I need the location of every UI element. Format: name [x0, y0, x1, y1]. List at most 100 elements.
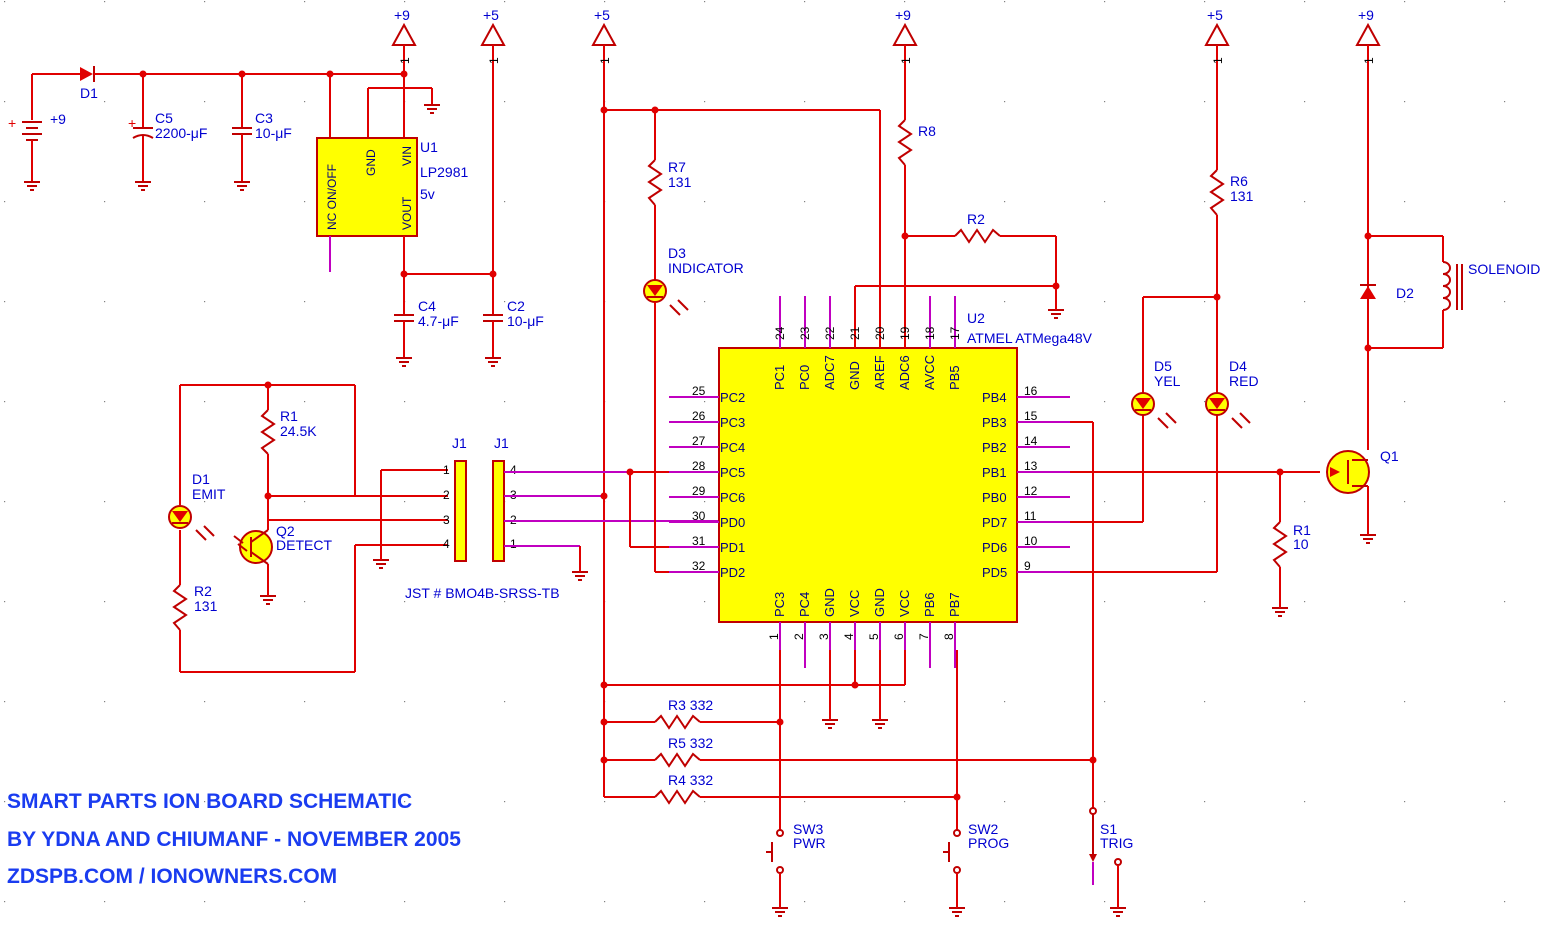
svg-text:R1: R1 [280, 408, 298, 424]
phototransistor-q2: Q2 DETECT [233, 523, 332, 565]
svg-text:+5: +5 [594, 7, 610, 23]
svg-text:VOUT: VOUT [400, 196, 414, 230]
ic-pin-label: PC3 [772, 592, 787, 617]
ic-pin-number: 3 [817, 633, 831, 640]
svg-text:10: 10 [1293, 536, 1309, 552]
svg-text:+9: +9 [394, 7, 410, 23]
ic-pin-number: 12 [1024, 484, 1038, 498]
ic-pin-label: VCC [897, 590, 912, 617]
capacitor-c4: C4 4.7-μF [394, 274, 459, 358]
switch-s1-trig: S1 TRIG [1089, 805, 1133, 908]
svg-text:SW3: SW3 [793, 821, 824, 837]
ic-pin-label: PC4 [797, 592, 812, 617]
svg-text:S1: S1 [1100, 821, 1117, 837]
svg-text:INDICATOR: INDICATOR [668, 260, 744, 276]
svg-text:1: 1 [1211, 57, 1225, 64]
svg-text:+9: +9 [50, 111, 66, 127]
ic-pin-label: PD0 [720, 515, 745, 530]
resistor-r5: R5 332 [600, 735, 1097, 768]
ic-pin-label: PB2 [982, 440, 1007, 455]
svg-text:1: 1 [487, 57, 501, 64]
ic-pin-number: 31 [692, 534, 706, 548]
svg-text:D3: D3 [668, 245, 686, 261]
ic-pin-label: PB5 [947, 365, 962, 390]
svg-text:R4 332: R4 332 [668, 772, 713, 788]
svg-text:1: 1 [443, 463, 450, 477]
svg-text:D1: D1 [80, 85, 98, 101]
svg-text:4: 4 [510, 463, 517, 477]
ic-pin-number: 22 [823, 326, 837, 340]
ic-pin-label: PC3 [720, 415, 745, 430]
svg-text:+: + [128, 115, 136, 131]
ic-pin-label: PD7 [982, 515, 1007, 530]
svg-text:4: 4 [443, 537, 450, 551]
ic-pin-number: 5 [867, 633, 881, 640]
ic-pin-label: PC2 [720, 390, 745, 405]
ic-pin-number: 14 [1024, 434, 1038, 448]
ic-pin-number: 16 [1024, 384, 1038, 398]
led-d4-red: D4 RED [1205, 358, 1259, 429]
svg-text:YEL: YEL [1154, 373, 1181, 389]
ic-pin-number: 21 [848, 326, 862, 340]
svg-text:1: 1 [510, 537, 517, 551]
ic-pin-label: AREF [872, 355, 887, 390]
svg-text:1: 1 [598, 57, 612, 64]
ic-pin-number: 2 [792, 633, 806, 640]
ic-pin-label: PC4 [720, 440, 745, 455]
svg-text:D2: D2 [1396, 285, 1414, 301]
ic-pin-number: 6 [892, 633, 906, 640]
svg-text:10-μF: 10-μF [507, 313, 544, 329]
ic-pin-number: 23 [798, 326, 812, 340]
svg-text:2: 2 [443, 488, 450, 502]
resistor-r7: R7 131 [647, 110, 692, 280]
svg-text:RED: RED [1229, 373, 1259, 389]
svg-text:3: 3 [443, 513, 450, 527]
svg-text:EMIT: EMIT [192, 486, 226, 502]
svg-text:+9: +9 [1358, 7, 1374, 23]
ic-pin-number: 25 [692, 384, 706, 398]
ic-pin-label: GND [847, 361, 862, 390]
ic-pin-number: 10 [1024, 534, 1038, 548]
ic-pin-label: GND [822, 588, 837, 617]
svg-text:24.5K: 24.5K [280, 423, 317, 439]
ic-pin-label: PB7 [947, 592, 962, 617]
svg-text:R8: R8 [918, 123, 936, 139]
svg-text:R1: R1 [1293, 522, 1311, 538]
ic-pin-label: PB0 [982, 490, 1007, 505]
ic-pin-number: 29 [692, 484, 706, 498]
svg-text:J1: J1 [452, 435, 467, 451]
svg-text:R6: R6 [1230, 173, 1248, 189]
capacitor-c5: + C5 2200-μF [128, 74, 207, 182]
capacitor-c3: C3 10-μF [232, 74, 292, 182]
ic-pin-label: PD6 [982, 540, 1007, 555]
svg-text:+9: +9 [895, 7, 911, 23]
svg-text:J1: J1 [494, 435, 509, 451]
ic-pin-label: PB3 [982, 415, 1007, 430]
mcu-u2: U2 ATMEL ATMega48V 24PC123PC022ADC721GND… [669, 296, 1093, 668]
ic-pin-label: PB1 [982, 465, 1007, 480]
svg-text:U1: U1 [420, 139, 438, 155]
ic-pin-label: PD5 [982, 565, 1007, 580]
svg-text:SW2: SW2 [968, 821, 999, 837]
resistor-r3: R3 332 [600, 697, 784, 730]
svg-text:+5: +5 [483, 7, 499, 23]
resistor-r6: R6 131 [1209, 169, 1254, 393]
svg-text:10-μF: 10-μF [255, 125, 292, 141]
svg-text:2200-μF: 2200-μF [155, 125, 207, 141]
led-d5-yel: D5 YEL [1131, 358, 1181, 429]
ic-pin-number: 26 [692, 409, 706, 423]
resistor-r2-aref: R2 [905, 211, 1057, 310]
ic-pin-number: 1 [767, 633, 781, 640]
svg-text:131: 131 [194, 598, 218, 614]
ic-pin-number: 13 [1024, 459, 1038, 473]
ic-pin-label: PB6 [922, 592, 937, 617]
supply-plus5-3: +5 1 [1204, 7, 1230, 170]
ic-pin-label: PB4 [982, 390, 1007, 405]
ic-pin-number: 28 [692, 459, 706, 473]
ic-pin-label: PD1 [720, 540, 745, 555]
sensor-board [172, 381, 448, 673]
svg-text:PROG: PROG [968, 835, 1009, 851]
ic-pin-number: 17 [948, 326, 962, 340]
switch-sw2-prog: SW2 PROG [943, 821, 1009, 908]
svg-text:VIN: VIN [400, 146, 414, 166]
